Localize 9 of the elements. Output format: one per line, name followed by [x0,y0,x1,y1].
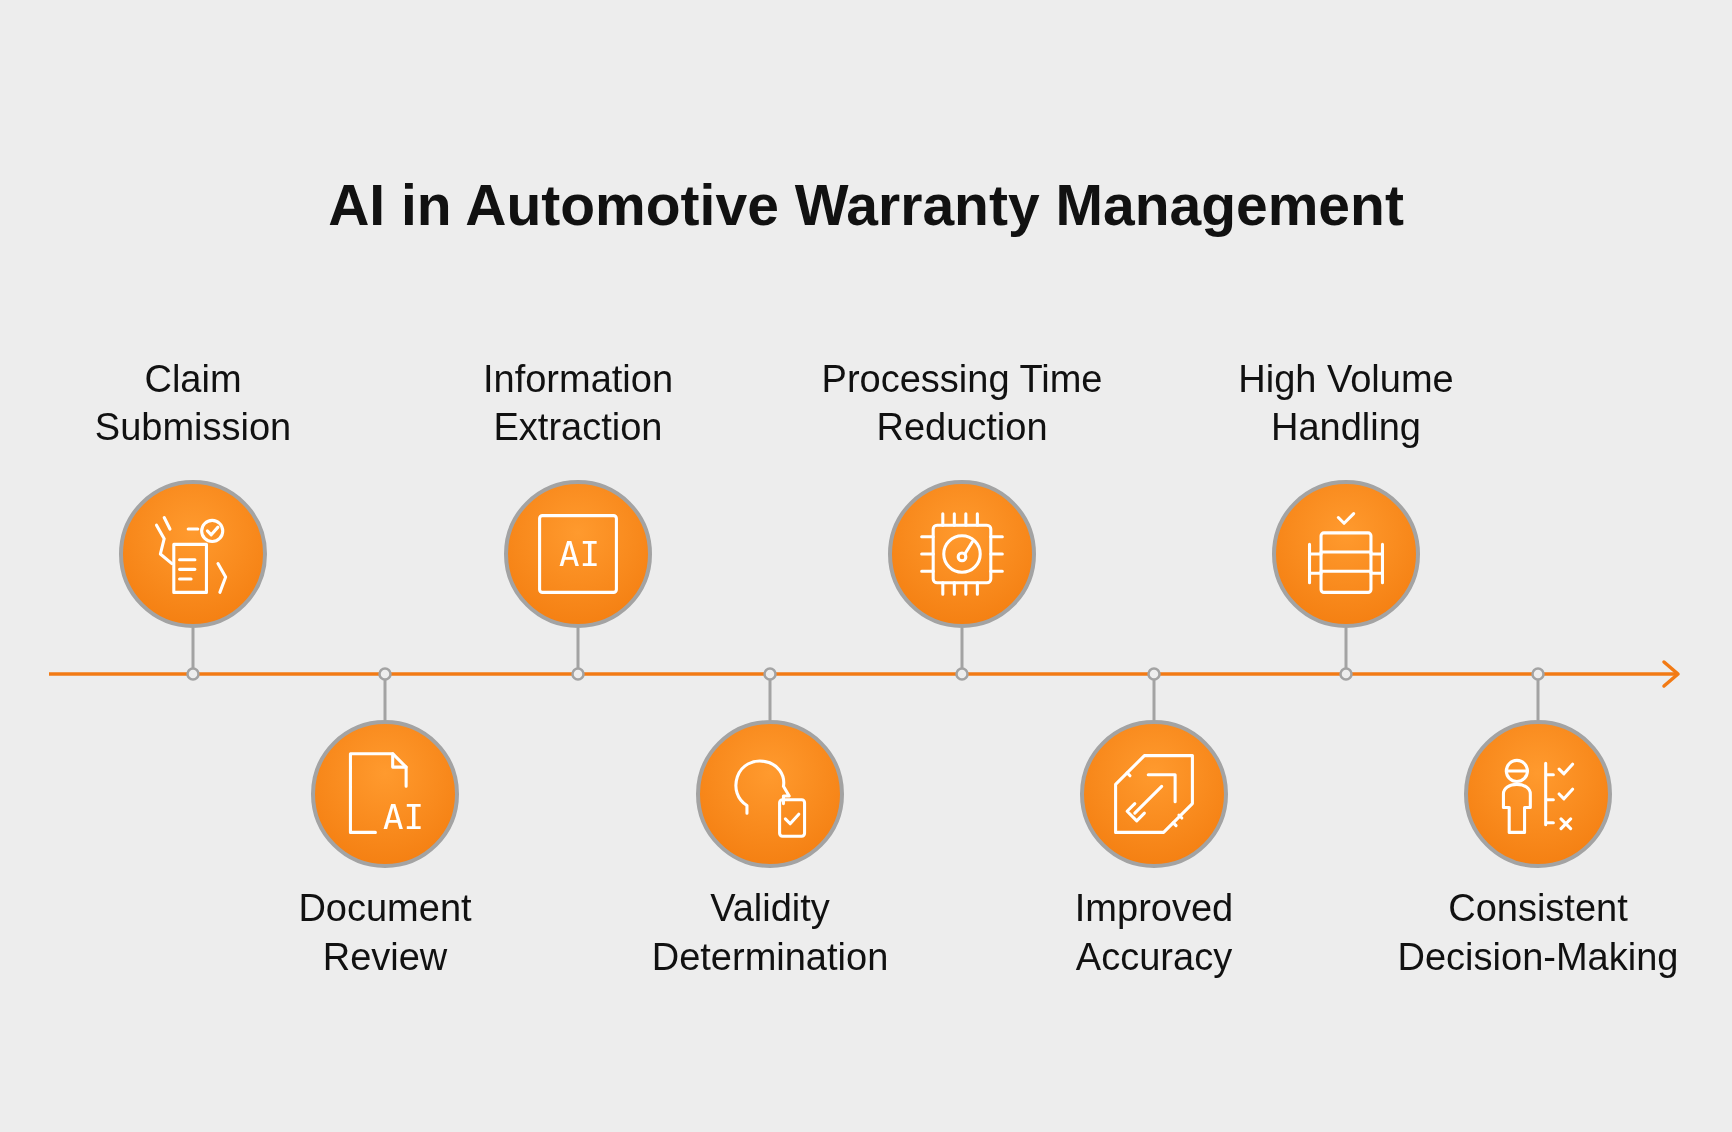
milestone-label: Information Extraction [481,356,675,451]
milestone-label: Improved Accuracy [1073,886,1235,980]
title: AI in Automotive Warranty Management [327,172,1405,238]
milestone-label: High Volume Handling [1237,356,1455,451]
milestone-label: Claim Submission [93,356,293,451]
milestone-label: Processing Time Reduction [820,356,1104,451]
milestone-label: Document Review [297,886,473,980]
milestone-label: Validity Determination [650,886,890,980]
milestone-label: Consistent Decision-Making [1396,886,1680,980]
